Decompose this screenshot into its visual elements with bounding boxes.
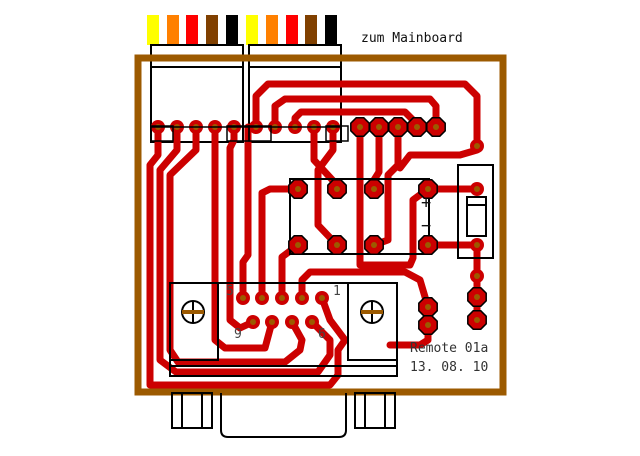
connector-housing-right — [248, 44, 342, 143]
wire — [266, 15, 278, 45]
pad-octagon — [467, 310, 487, 330]
pad — [246, 315, 260, 329]
mounting-screw-left — [181, 300, 205, 324]
pad — [305, 315, 319, 329]
db9-pin-9-label: 9 — [234, 327, 242, 342]
pad-octagon — [418, 315, 438, 335]
pad-octagon — [350, 117, 370, 137]
pad-octagon — [327, 235, 347, 255]
pad — [285, 315, 299, 329]
header-label: zum Mainboard — [361, 31, 463, 46]
wire — [226, 15, 238, 45]
pad-octagon — [369, 117, 389, 137]
wire — [147, 15, 159, 45]
pad — [470, 269, 484, 283]
db9-pin-1-label: 1 — [333, 284, 341, 299]
pad — [265, 315, 279, 329]
wire — [206, 15, 218, 45]
diode-outline — [457, 164, 494, 259]
pad-octagon — [467, 287, 487, 307]
wire-colors — [147, 15, 337, 45]
wire — [305, 15, 317, 45]
pad — [470, 182, 484, 196]
db9-pin-5-label: 5 — [226, 284, 234, 299]
pad-octagon — [407, 117, 427, 137]
wire — [186, 15, 198, 45]
pads — [150, 117, 487, 335]
pad — [255, 291, 269, 305]
pad-octagon — [364, 235, 384, 255]
pad-octagon — [418, 297, 438, 317]
pad — [470, 238, 484, 252]
pad — [470, 139, 484, 153]
pad — [295, 291, 309, 305]
relay-outline — [289, 178, 430, 255]
pad — [315, 291, 329, 305]
db9-pin-6-label: 6 — [318, 327, 326, 342]
pad-octagon — [418, 179, 438, 199]
relay-minus-label: − — [421, 216, 432, 236]
board-title: Remote 01a — [410, 341, 489, 356]
mounting-screw-right — [360, 300, 384, 324]
board-outline — [134, 54, 507, 396]
relay-plus-label: + — [421, 193, 432, 213]
pad — [236, 291, 250, 305]
wire — [167, 15, 179, 45]
pad-octagon — [388, 117, 408, 137]
pad-octagon — [364, 179, 384, 199]
wire — [325, 15, 337, 45]
pad-octagon — [327, 179, 347, 199]
diode-body — [466, 196, 487, 237]
pad-octagon — [418, 235, 438, 255]
pad-octagon — [288, 235, 308, 255]
board-date: 13. 08. 10 — [410, 360, 489, 375]
wire — [246, 15, 258, 45]
db9-shell — [171, 392, 396, 438]
wire — [286, 15, 298, 45]
pad — [275, 291, 289, 305]
pad-octagon — [426, 117, 446, 137]
pad-octagon — [288, 179, 308, 199]
